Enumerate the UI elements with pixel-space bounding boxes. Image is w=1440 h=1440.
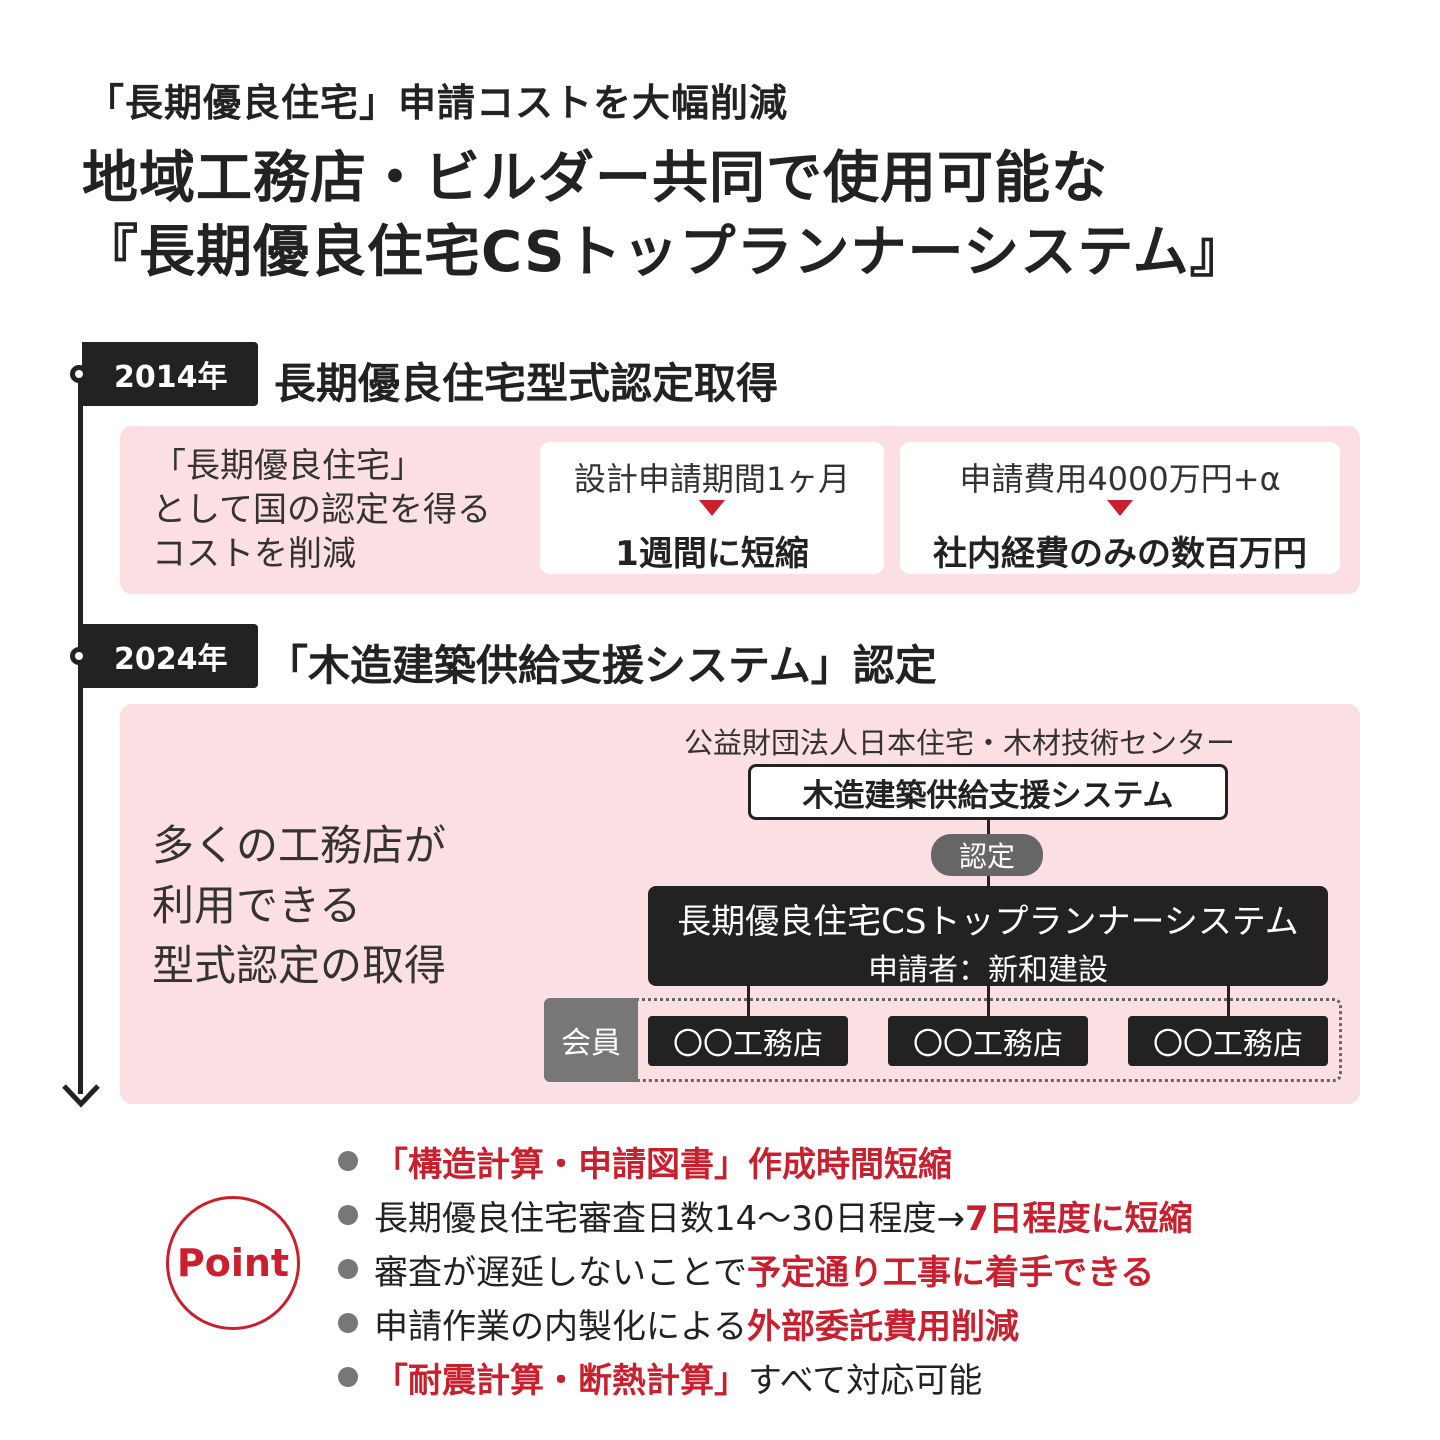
period-card: 設計申請期間1ヶ月 1週間に短縮 <box>540 442 884 574</box>
bullet-icon <box>338 1367 358 1387</box>
down-triangle-icon <box>699 500 725 516</box>
section2-lead: 多くの工務店が 利用できる 型式認定の取得 <box>152 816 446 996</box>
connector-line <box>1227 986 1230 1016</box>
subtitle: 「長期優良住宅」申請コストを大幅削減 <box>86 81 789 125</box>
point-item: 審査が遅延しないことで予定通り工事に着手できる <box>338 1242 1193 1296</box>
bullet-icon <box>338 1313 358 1333</box>
cs-system-name: 長期優良住宅CSトップランナーシステム <box>677 902 1299 942</box>
bullet-icon <box>338 1259 358 1279</box>
section2-lead-line: 利用できる <box>152 881 362 930</box>
point-list: 「構造計算・申請図書」作成時間短縮 長期優良住宅審査日数14〜30日程度→7日程… <box>338 1134 1193 1404</box>
page-title: 地域工務店・ビルダー共同で使用可能な 『長期優良住宅CSトップランナーシステム』 <box>82 142 1247 290</box>
period-before: 設計申請期間1ヶ月 <box>573 460 851 498</box>
connector-line <box>987 986 990 1016</box>
year-badge-2024: 2024年 <box>82 624 258 688</box>
cost-after: 社内経費のみの数百万円 <box>933 534 1307 574</box>
page-title-line2: 『長期優良住宅CSトップランナーシステム』 <box>82 220 1247 285</box>
down-triangle-icon <box>1107 500 1133 516</box>
member-box: 〇〇工務店 <box>648 1016 848 1066</box>
member-box: 〇〇工務店 <box>888 1016 1088 1066</box>
section2-heading: 「木造建築供給支援システム」認定 <box>266 641 937 690</box>
timeline-dot-icon <box>70 365 88 383</box>
point-badge: Point <box>166 1196 300 1330</box>
section1-lead-line: 「長期優良住宅」 <box>152 446 424 486</box>
bullet-icon <box>338 1151 358 1171</box>
timeline-dot-icon <box>70 647 88 665</box>
page-title-line1: 地域工務店・ビルダー共同で使用可能な <box>82 146 1108 211</box>
connector-line <box>747 986 750 1016</box>
point-item: 長期優良住宅審査日数14〜30日程度→7日程度に短縮 <box>338 1188 1193 1242</box>
timeline-line <box>78 372 83 1094</box>
section1-lead-line: として国の認定を得る <box>152 490 491 530</box>
period-after: 1週間に短縮 <box>615 534 809 574</box>
section1-lead: 「長期優良住宅」 として国の認定を得る コストを削減 <box>152 444 491 576</box>
applicant: 申請者：新和建設 <box>868 953 1108 988</box>
section1-heading: 長期優良住宅型式認定取得 <box>274 359 779 408</box>
cost-before: 申請費用4000万円+α <box>959 460 1281 498</box>
support-system-box: 木造建築供給支援システム <box>748 764 1228 820</box>
point-item: 申請作業の内製化による外部委託費用削減 <box>338 1296 1193 1350</box>
year-badge-2014: 2014年 <box>82 342 258 406</box>
bullet-icon <box>338 1205 358 1225</box>
section2-lead-line: 多くの工務店が <box>152 821 447 870</box>
section1-lead-line: コストを削減 <box>152 534 356 574</box>
cs-system-box: 長期優良住宅CSトップランナーシステム 申請者：新和建設 <box>648 886 1328 988</box>
member-label: 会員 <box>544 998 638 1082</box>
org-name: 公益財団法人日本住宅・木材技術センター <box>684 726 1236 760</box>
point-item: 「構造計算・申請図書」作成時間短縮 <box>338 1134 1193 1188</box>
timeline-arrow-icon <box>62 1084 100 1108</box>
member-box: 〇〇工務店 <box>1128 1016 1328 1066</box>
cost-card: 申請費用4000万円+α 社内経費のみの数百万円 <box>900 442 1340 574</box>
certify-pill: 認定 <box>931 834 1043 876</box>
point-item: 「耐震計算・断熱計算」すべて対応可能 <box>338 1350 1193 1404</box>
section2-lead-line: 型式認定の取得 <box>152 941 447 990</box>
